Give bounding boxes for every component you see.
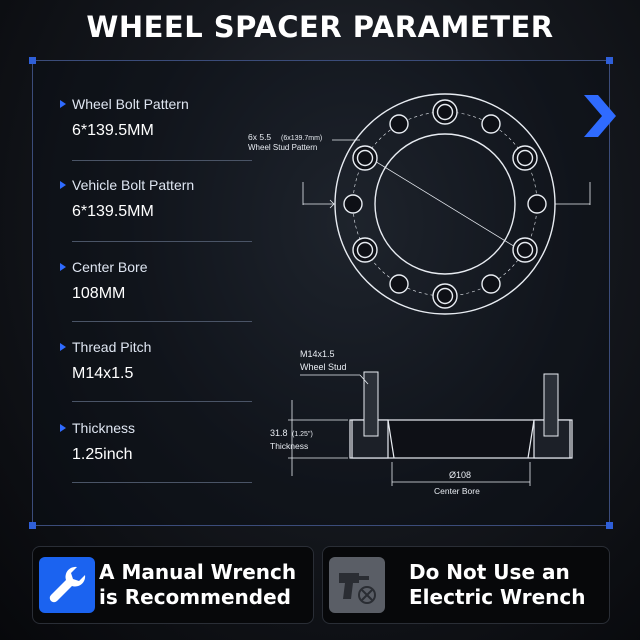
param-label: Wheel Bolt Pattern bbox=[72, 96, 189, 112]
stud-side-view bbox=[363, 371, 559, 437]
stud-callout bbox=[300, 374, 369, 385]
divider bbox=[72, 321, 252, 322]
electric-line2: Electric Wrench bbox=[409, 585, 586, 609]
param-label: Center Bore bbox=[72, 259, 148, 275]
bore-dimension bbox=[391, 462, 531, 486]
page-title: WHEEL SPACER PARAMETER bbox=[86, 10, 554, 44]
divider bbox=[72, 241, 252, 242]
stud-pattern-main: 6x 5.5 bbox=[248, 132, 271, 142]
wrench-icon bbox=[39, 557, 95, 613]
bullet-icon bbox=[60, 343, 66, 351]
param-center-bore: Center Bore 108MM bbox=[60, 259, 260, 322]
param-label: Thickness bbox=[72, 420, 136, 436]
manual-line1: A Manual Wrench bbox=[99, 560, 297, 584]
center-bore-circle bbox=[374, 133, 516, 275]
param-vehicle-bolt-pattern: Vehicle Bolt Pattern 6*139.5MM bbox=[60, 177, 260, 242]
bolt-holes bbox=[343, 114, 547, 294]
param-value: 1.25inch bbox=[72, 446, 133, 463]
bullet-icon bbox=[60, 424, 66, 432]
electric-wrench-badge: Do Not Use an Electric Wrench bbox=[322, 546, 610, 624]
spacer-side-view bbox=[349, 419, 573, 459]
diameter-line bbox=[364, 154, 526, 254]
param-wheel-bolt-pattern: Wheel Bolt Pattern 6*139.5MM bbox=[60, 96, 260, 161]
width-dimension bbox=[302, 182, 591, 209]
divider bbox=[72, 482, 252, 483]
thickness-sub: (1.25") bbox=[292, 431, 313, 438]
stud-spec: M14x1.5 bbox=[300, 349, 335, 359]
divider bbox=[72, 401, 252, 402]
thickness-value: 31.8 bbox=[270, 428, 288, 438]
thickness-label: Thickness bbox=[270, 441, 308, 451]
manual-wrench-badge: A Manual Wrench is Recommended bbox=[32, 546, 314, 624]
stud-holes bbox=[352, 99, 538, 309]
param-thread-pitch: Thread Pitch M14x1.5 bbox=[60, 339, 260, 402]
param-thickness: Thickness 1.25inch bbox=[60, 420, 260, 483]
param-label: Thread Pitch bbox=[72, 339, 152, 355]
param-label: Vehicle Bolt Pattern bbox=[72, 177, 195, 193]
panel-corner bbox=[29, 522, 36, 529]
param-value: 108MM bbox=[72, 285, 126, 302]
bore-label: Center Bore bbox=[434, 486, 480, 496]
stud-label: Wheel Stud bbox=[300, 362, 347, 372]
bullet-icon bbox=[60, 263, 66, 271]
electric-line1: Do Not Use an bbox=[409, 560, 570, 584]
panel-corner bbox=[606, 57, 613, 64]
bore-value: Ø108 bbox=[449, 470, 471, 480]
no-drill-icon bbox=[329, 557, 385, 613]
param-value: M14x1.5 bbox=[72, 365, 134, 382]
stud-pattern-sub: (6x139.7mm) bbox=[281, 135, 322, 142]
manual-line2: is Recommended bbox=[99, 585, 291, 609]
chevron-right-icon bbox=[584, 95, 616, 137]
panel-corner bbox=[606, 522, 613, 529]
param-value: 6*139.5MM bbox=[72, 203, 154, 220]
divider bbox=[72, 160, 252, 161]
stud-pattern-label: Wheel Stud Pattern bbox=[248, 143, 317, 152]
bullet-icon bbox=[60, 100, 66, 108]
thickness-dimension bbox=[288, 400, 348, 476]
panel-corner bbox=[29, 57, 36, 64]
param-value: 6*139.5MM bbox=[72, 122, 154, 139]
bullet-icon bbox=[60, 181, 66, 189]
